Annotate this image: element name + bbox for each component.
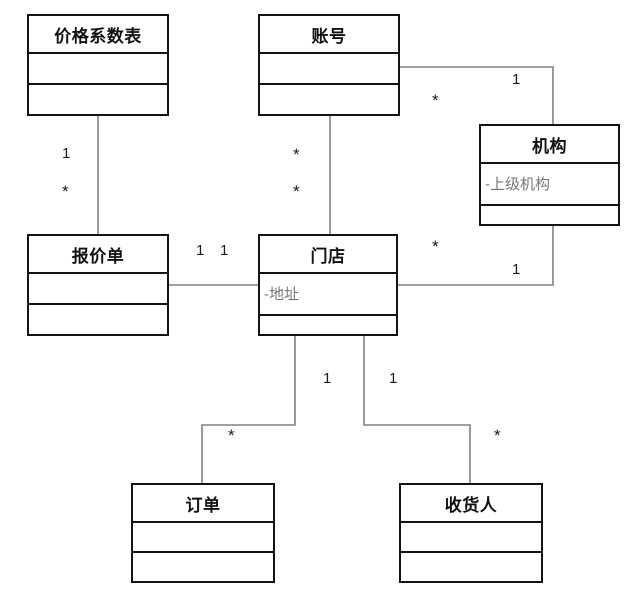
class-operations-organization: [481, 205, 618, 224]
class-name-account: 账号: [260, 16, 398, 54]
class-name-order: 订单: [133, 485, 273, 523]
multiplicity-label-quotation-to-store-0: 1: [196, 242, 205, 259]
multiplicity-label-store-to-organization-1: 1: [512, 261, 521, 278]
uml-class-order[interactable]: 订单: [131, 483, 275, 583]
multiplicity-label-store-to-consignee-1: *: [494, 426, 501, 445]
association-store-to-consignee: [363, 335, 471, 484]
class-operations-consignee: [401, 553, 541, 581]
multiplicity-label-quotation-to-store-1: 1: [220, 242, 229, 259]
multiplicity-label-store-to-order-1: *: [228, 426, 235, 445]
class-name-store: 门店: [260, 236, 396, 274]
class-attributes-quotation: [29, 274, 167, 305]
class-name-consignee: 收货人: [401, 485, 541, 523]
multiplicity-label-store-to-consignee-0: 1: [389, 370, 398, 387]
class-name-organization: 机构: [481, 126, 618, 164]
association-account-to-organization: [399, 66, 554, 125]
class-attributes-store: -地址: [260, 274, 396, 316]
multiplicity-label-account-to-organization-1: 1: [512, 71, 521, 88]
multiplicity-label-store-to-organization-0: *: [432, 237, 439, 256]
class-operations-account: [260, 85, 398, 114]
uml-class-account[interactable]: 账号: [258, 14, 400, 116]
multiplicity-label-price-to-quotation-0: 1: [62, 145, 71, 162]
class-attributes-consignee: [401, 523, 541, 553]
multiplicity-label-price-to-quotation-1: *: [62, 182, 69, 201]
class-name-price-coefficient-table: 价格系数表: [29, 16, 167, 54]
class-name-quotation: 报价单: [29, 236, 167, 274]
class-attributes-price-coefficient-table: [29, 54, 167, 85]
class-attributes-account: [260, 54, 398, 85]
class-attributes-order: [133, 523, 273, 553]
multiplicity-label-account-to-store-1: *: [293, 182, 300, 201]
class-operations-order: [133, 553, 273, 581]
association-store-to-organization: [397, 225, 554, 286]
uml-class-organization[interactable]: 机构-上级机构: [479, 124, 620, 226]
class-attributes-organization: -上级机构: [481, 164, 618, 206]
multiplicity-label-store-to-order-0: 1: [323, 370, 332, 387]
uml-class-quotation[interactable]: 报价单: [27, 234, 169, 336]
class-operations-price-coefficient-table: [29, 85, 167, 114]
multiplicity-label-account-to-store-0: *: [293, 145, 300, 164]
class-operations-quotation: [29, 305, 167, 334]
uml-class-consignee[interactable]: 收货人: [399, 483, 543, 583]
uml-class-store[interactable]: 门店-地址: [258, 234, 398, 336]
multiplicity-label-account-to-organization-0: *: [432, 91, 439, 110]
class-operations-store: [260, 315, 396, 334]
association-store-to-order: [201, 335, 296, 484]
uml-class-price-coefficient-table[interactable]: 价格系数表: [27, 14, 169, 116]
